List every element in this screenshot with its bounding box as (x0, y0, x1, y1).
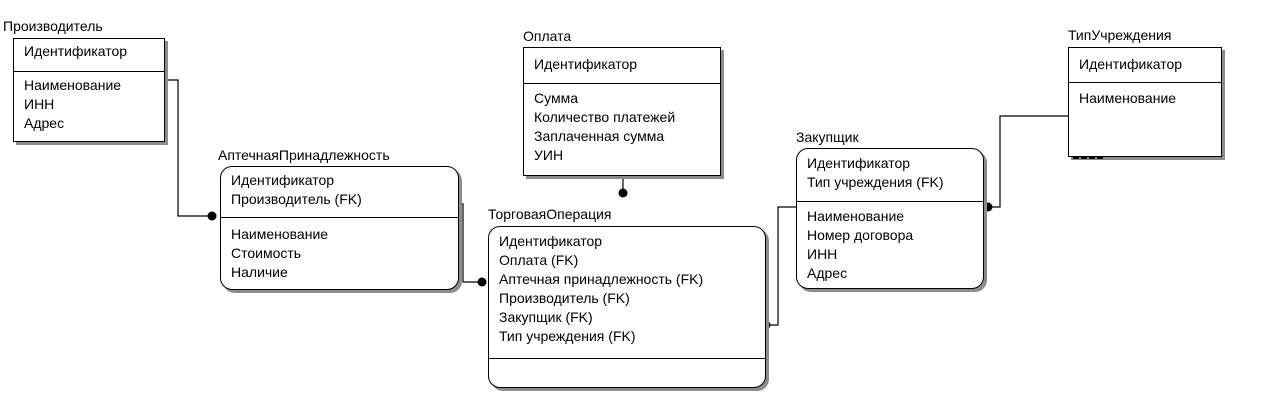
attribute[interactable]: Заплаченная сумма (534, 128, 665, 144)
key-attribute[interactable]: Производитель (FK) (499, 290, 630, 306)
key-attribute[interactable]: Закупщик (FK) (499, 309, 593, 325)
entity-divider (1069, 82, 1221, 83)
entity-attrs (489, 361, 765, 364)
entity-title-payment: Оплата (523, 28, 572, 44)
attribute[interactable]: Наименование (24, 77, 122, 93)
attribute[interactable]: Сумма (534, 90, 578, 106)
key-attribute[interactable]: Идентификатор (499, 233, 603, 249)
entity-keys: Идентификатор (524, 52, 720, 82)
attribute[interactable]: ИНН (24, 96, 55, 112)
key-attribute[interactable]: Идентификатор (1079, 56, 1183, 72)
attribute[interactable]: Количество платежей (534, 109, 676, 125)
entity-keys: Идентификатор (14, 39, 164, 71)
entity-institution-type[interactable]: Идентификатор Наименование (1068, 47, 1222, 157)
attribute[interactable]: Адрес (24, 115, 65, 131)
rel-manufacturer-pharmacy[interactable] (165, 79, 212, 217)
rel-dot-trade-top (618, 188, 628, 198)
entity-divider (221, 217, 458, 218)
rel-dot-trade-left (477, 277, 487, 287)
attribute[interactable]: УИН (534, 147, 564, 163)
entity-title-institution-type: ТипУчреждения (1068, 27, 1172, 43)
key-attribute[interactable]: Идентификатор (231, 172, 335, 188)
key-attribute[interactable]: Тип учреждения (FK) (499, 328, 636, 344)
entity-attrs: Наименование (1069, 86, 1221, 108)
attribute[interactable]: Наличие (231, 264, 288, 280)
attribute[interactable]: Наименование (1079, 90, 1177, 106)
entity-dashed-edge (1073, 157, 1103, 159)
key-attribute[interactable]: Тип учреждения (FK) (807, 174, 944, 190)
entity-divider (524, 83, 720, 84)
entity-title-trade-operation: ТорговаяОперация (488, 206, 612, 222)
attribute[interactable]: Номер договора (807, 227, 914, 243)
key-attribute[interactable]: Оплата (FK) (499, 252, 579, 268)
key-attribute[interactable]: Идентификатор (807, 155, 911, 171)
key-attribute[interactable]: Идентификатор (534, 56, 638, 72)
attribute[interactable]: Наименование (807, 208, 905, 224)
attribute[interactable]: ИНН (807, 246, 838, 262)
entity-divider (14, 71, 164, 72)
attribute[interactable]: Адрес (807, 265, 848, 281)
rel-dot-pharmacy (207, 211, 217, 221)
attribute[interactable]: Стоимость (231, 245, 302, 261)
entity-keys: Идентификатор (1069, 52, 1221, 81)
attribute[interactable]: Наименование (231, 226, 329, 242)
key-attribute[interactable]: Аптечная принадлежность (FK) (499, 271, 704, 287)
rel-dot-buyer-right (983, 202, 993, 212)
entity-title-pharmacy-affiliation: АптечнаяПринадлежность (218, 147, 390, 163)
rel-insttype-buyer[interactable] (988, 115, 1068, 208)
entity-title-buyer: Закупщик (796, 129, 859, 145)
rel-pharmacy-trade[interactable] (459, 203, 482, 283)
entity-divider (489, 358, 765, 359)
key-attribute[interactable]: Идентификатор (24, 43, 128, 59)
key-attribute[interactable]: Производитель (FK) (231, 191, 362, 207)
entity-title-manufacturer: Производитель (3, 18, 103, 34)
entity-divider (797, 201, 983, 202)
rel-buyer-trade[interactable] (766, 206, 796, 326)
